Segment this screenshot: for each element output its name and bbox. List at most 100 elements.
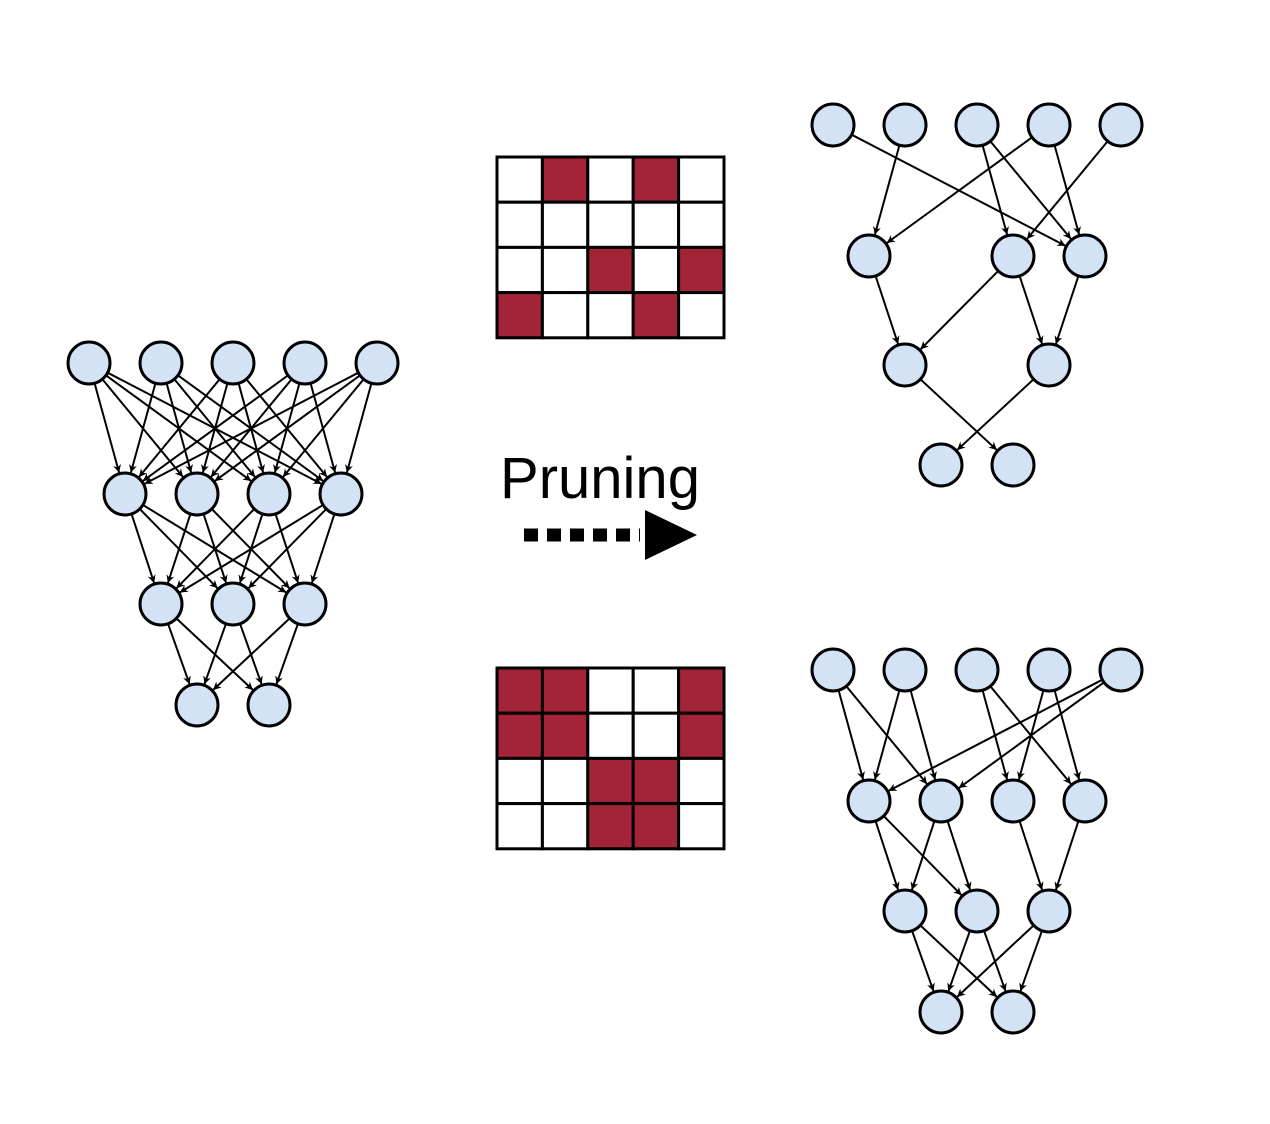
connection-arrow <box>138 378 221 478</box>
mask-cell-kept <box>677 756 726 806</box>
connection-arrow <box>1018 820 1044 891</box>
mask-cell-kept <box>495 245 544 295</box>
connection-arrow <box>1018 275 1044 345</box>
neuron-node <box>810 102 856 148</box>
mask-cell-pruned <box>631 802 681 851</box>
nodes <box>66 340 400 728</box>
connection-arrow <box>1054 275 1080 345</box>
neuron-node <box>354 340 400 386</box>
neuron-node <box>846 233 892 279</box>
connection-arrow <box>212 617 291 691</box>
neuron-node <box>246 471 292 517</box>
neuron-node <box>318 471 364 517</box>
connection-arrow <box>911 930 935 992</box>
neuron-node <box>918 989 964 1035</box>
mask-cell-kept <box>495 200 544 249</box>
mask-cell-pruned <box>495 666 544 715</box>
mask-cell-kept <box>586 291 635 340</box>
neuron-node <box>282 581 328 627</box>
edges <box>93 371 373 691</box>
neuron-node <box>918 778 964 824</box>
neuron-node <box>954 647 1000 693</box>
neuron-node <box>174 682 220 728</box>
neuron-node <box>990 442 1036 488</box>
connection-arrow <box>989 140 1072 240</box>
unstructured-pruned-network <box>810 102 1144 488</box>
mask-cell-pruned <box>586 245 635 295</box>
mask-cell-kept <box>586 666 635 715</box>
edges <box>837 678 1105 998</box>
connection-arrow <box>310 513 336 584</box>
structured-pruning-mask <box>495 666 726 851</box>
neuron-node <box>882 647 928 693</box>
connection-arrow <box>144 371 359 485</box>
connection-arrow <box>958 681 1105 789</box>
connection-arrow <box>956 924 1035 998</box>
nodes <box>810 102 1144 488</box>
neuron-node <box>846 778 892 824</box>
connection-arrow <box>129 382 157 474</box>
connection-arrow <box>142 374 289 482</box>
mask-cell-kept <box>586 155 635 204</box>
connection-arrow <box>247 508 328 590</box>
neuron-node <box>882 342 928 388</box>
mask-cell-kept <box>495 155 544 204</box>
neuron-node <box>990 989 1036 1035</box>
mask-cell-kept <box>677 200 726 249</box>
connection-arrow <box>214 374 361 482</box>
neuron-node <box>1026 102 1072 148</box>
connection-arrow <box>888 678 1103 792</box>
mask-cell-pruned <box>495 291 544 340</box>
mask-cell-pruned <box>586 756 635 806</box>
connection-arrow <box>909 689 937 781</box>
mask-cell-kept <box>540 756 590 806</box>
mask-cell-pruned <box>540 155 590 204</box>
mask-cell-kept <box>677 802 726 851</box>
mask-cell-kept <box>540 291 590 340</box>
connection-arrow <box>874 820 900 891</box>
mask-cell-pruned <box>495 711 544 760</box>
connection-arrow <box>175 508 256 590</box>
neuron-node <box>1026 647 1072 693</box>
neuron-node <box>1098 102 1144 148</box>
neuron-node <box>1062 778 1108 824</box>
neuron-node <box>210 340 256 386</box>
mask-cell-kept <box>631 245 681 295</box>
connection-arrow <box>919 378 998 451</box>
mask-cell-kept <box>495 802 544 851</box>
pruning-label: Pruning <box>500 446 700 511</box>
connection-arrow <box>130 513 156 584</box>
mask-cell-pruned <box>540 711 590 760</box>
neuron-node <box>882 888 928 934</box>
connection-arrow <box>1026 140 1109 240</box>
mask-cell-kept <box>631 711 681 760</box>
mask-cell-pruned <box>586 802 635 851</box>
neuron-node <box>882 102 928 148</box>
unstructured-pruning-mask <box>495 155 726 340</box>
connection-arrow <box>910 820 936 891</box>
connection-arrow <box>179 504 324 594</box>
neuron-node <box>1062 233 1108 279</box>
mask-cell-kept <box>677 155 726 204</box>
neuron-node <box>1026 342 1072 388</box>
mask-cell-pruned <box>631 756 681 806</box>
connection-arrow <box>956 378 1035 451</box>
connection-arrow <box>837 689 865 781</box>
connection-arrow <box>946 820 972 891</box>
mask-cell-kept <box>540 200 590 249</box>
connection-arrow <box>1019 930 1043 992</box>
connection-arrow <box>874 275 900 345</box>
mask-cell-kept <box>586 200 635 249</box>
mask-cell-pruned <box>540 666 590 715</box>
connection-arrow <box>282 378 365 478</box>
dotted-arrow-icon <box>524 510 697 560</box>
neuron-node <box>174 471 220 517</box>
mask-cell-kept <box>631 200 681 249</box>
connection-arrow <box>166 513 192 584</box>
neuron-node <box>1098 647 1144 693</box>
mask-cell-kept <box>631 666 681 715</box>
neuron-node <box>210 581 256 627</box>
nodes <box>810 647 1144 1035</box>
connection-arrow <box>93 382 121 474</box>
connection-arrow <box>167 623 191 685</box>
